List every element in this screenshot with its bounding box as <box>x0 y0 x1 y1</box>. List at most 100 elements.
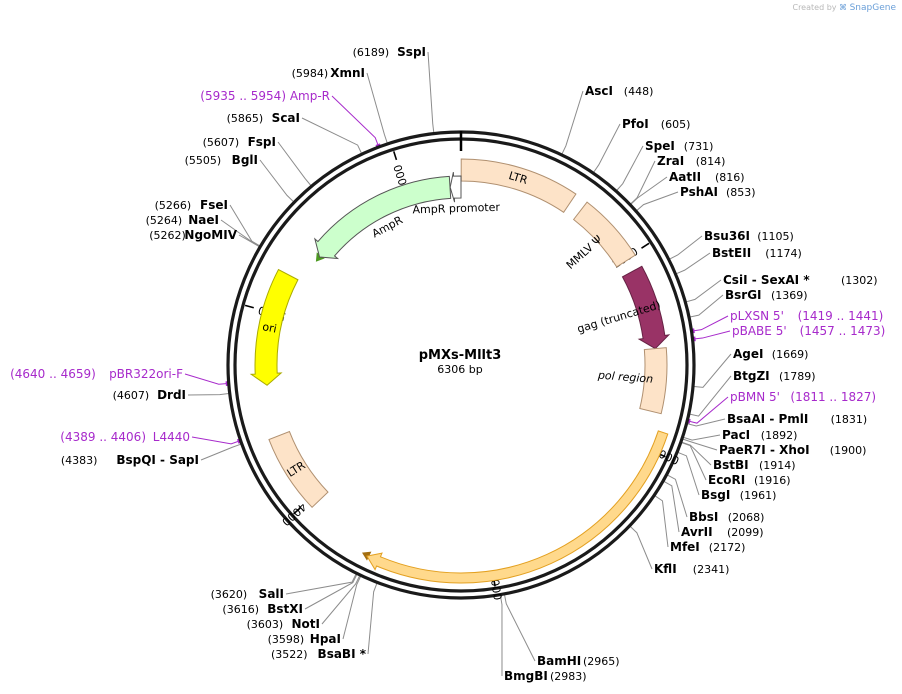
BstXI-position: (3616) <box>222 603 259 616</box>
FspI-site-label: FspI (5607) <box>203 135 276 149</box>
FseI-site-label: FseI(5266) <box>155 198 228 212</box>
ScaI-leader <box>301 117 362 154</box>
SspI-position: (6189) <box>353 46 390 59</box>
XmnI-site-label: XmnI(5984) <box>292 66 365 80</box>
DrdI-leader <box>187 392 229 396</box>
BstEII-leader <box>676 252 711 275</box>
BsgI-leader <box>677 452 700 496</box>
Amp-R-leader <box>331 95 379 147</box>
MfeI-name: MfeI <box>670 540 700 554</box>
BamHI-position: (2965) <box>583 655 620 668</box>
CsiI-SexAI-leader <box>686 279 722 303</box>
BsgI-name: BsgI <box>701 488 730 502</box>
BglI-leader <box>259 159 294 203</box>
MMLV-psi-feature <box>572 201 636 268</box>
BtgZI-site-label: BtgZI(1789) <box>733 369 816 383</box>
ZraI-leader <box>630 160 656 205</box>
SpeI-site-label: SpeI(731) <box>645 139 713 153</box>
Amp-R-position: (5935 .. 5954) <box>200 89 286 103</box>
KflI-name: KflI <box>654 562 677 576</box>
AmpR-promoter-label: AmpR promoter <box>412 201 500 217</box>
pBR322ori-F-name: pBR322ori-F <box>109 367 183 381</box>
CsiI-SexAI-site-label: CsiI - SexAI *(1302) <box>723 273 878 287</box>
NgoMIV-leader <box>238 234 260 248</box>
BglI-name: BglI <box>232 153 258 167</box>
AgeI-name: AgeI <box>733 347 763 361</box>
Amp-R-primer-mark <box>375 143 381 147</box>
BamHI-name: BamHI <box>537 654 581 668</box>
credit-brand: SnapGene <box>849 3 896 13</box>
HpaI-name: HpaI <box>310 632 341 646</box>
AvrII-leader <box>663 480 680 533</box>
AscI-leader <box>561 90 584 155</box>
BbsI-site-label: BbsI(2068) <box>689 510 764 524</box>
BsaAI-PmlI-position: (1831) <box>831 413 868 426</box>
BspQI-SapI-name: BspQI - SapI <box>116 453 199 467</box>
NaeI-position: (5264) <box>146 214 183 227</box>
AvrII-name: AvrII <box>681 525 713 539</box>
BsrGI-site-label: BsrGI (1369) <box>725 288 808 302</box>
AgeI-site-label: AgeI (1669) <box>733 347 808 361</box>
BsaAI-PmlI-site-label: BsaAI - PmlI (1831) <box>727 412 867 426</box>
SspI-leader <box>427 51 435 133</box>
pBMN-5-site-label: pBMN 5' (1811 .. 1827) <box>730 390 876 404</box>
BstBI-position: (1914) <box>759 459 796 472</box>
pBR322ori-F-position: (4640 .. 4659) <box>10 367 96 381</box>
MfeI-position: (2172) <box>709 541 746 554</box>
AatII-position: (816) <box>715 171 745 184</box>
DrdI-site-label: DrdI(4607) <box>113 388 186 402</box>
pLXSN-5-position: (1419 .. 1441) <box>798 309 884 323</box>
FspI-position: (5607) <box>203 136 240 149</box>
CsiI-SexAI-name: CsiI - SexAI * <box>723 273 810 287</box>
site-labels: SspI(6189)XmnI(5984)Amp-R(5935 .. 5954)S… <box>10 45 885 683</box>
MfeI-site-label: MfeI (2172) <box>670 540 745 554</box>
EcoRI-site-label: EcoRI (1916) <box>708 473 791 487</box>
scale-tick-1000 <box>641 242 650 249</box>
EcoRI-name: EcoRI <box>708 473 745 487</box>
pLXSN-5-name: pLXSN 5' <box>730 309 784 323</box>
Amp-R-name: Amp-R <box>290 89 330 103</box>
NgoMIV-position: (5262) <box>149 229 186 242</box>
pBABE-5-name: pBABE 5' <box>732 324 787 338</box>
EcoRI-position: (1916) <box>754 474 791 487</box>
BspQI-SapI-leader <box>200 443 241 461</box>
BsrGI-position: (1369) <box>771 289 808 302</box>
BsrGI-name: BsrGI <box>725 288 762 302</box>
pBMN-5-position: (1811 .. 1827) <box>790 390 876 404</box>
ZraI-name: ZraI <box>657 154 684 168</box>
HpaI-position: (3598) <box>268 633 305 646</box>
BbsI-leader <box>667 474 688 518</box>
FspI-name: FspI <box>248 135 276 149</box>
ScaI-position: (5865) <box>227 112 264 125</box>
L4440-primer-mark <box>237 438 241 444</box>
Amp-R-site-label: Amp-R (5935 .. 5954) <box>200 89 330 103</box>
LTR-feature <box>460 158 577 213</box>
snapgene-logo-icon: ⌘ <box>839 3 848 12</box>
pLXSN-5-leader <box>692 315 729 332</box>
SpeI-position: (731) <box>684 140 714 153</box>
AscI-name: AscI <box>585 84 613 98</box>
scale-tick-5000 <box>244 304 254 309</box>
BtgZI-position: (1789) <box>779 370 816 383</box>
BsaBI-site-label: BsaBI *(3522) <box>271 647 367 661</box>
AgeI-leader <box>693 353 732 388</box>
BspQI-SapI-position: (4383) <box>61 454 98 467</box>
BglI-position: (5505) <box>185 154 222 167</box>
NotI-leader <box>321 575 361 625</box>
EcoRI-leader <box>681 442 707 481</box>
BsaAI-PmlI-name: BsaAI - PmlI <box>727 412 808 426</box>
ScaI-site-label: ScaI (5865) <box>227 111 300 125</box>
pBABE-5-position: (1457 .. 1473) <box>800 324 886 338</box>
BmgBI-leader <box>499 595 503 677</box>
BmgBI-position: (2983) <box>550 670 587 683</box>
pBMN-5-name: pBMN 5' <box>730 390 780 404</box>
L4440-site-label: L4440(4389 .. 4406) <box>60 430 190 444</box>
LTR-label: LTR <box>507 169 529 187</box>
NotI-site-label: NotI(3603) <box>247 617 320 631</box>
site-leader-lines <box>184 51 732 677</box>
BstEII-position: (1174) <box>765 247 802 260</box>
ScaI-name: ScaI <box>272 111 300 125</box>
AgeI-position: (1669) <box>772 348 809 361</box>
AscI-site-label: AscI(448) <box>585 84 653 98</box>
PaeR7I-XhoI-leader <box>682 438 718 451</box>
